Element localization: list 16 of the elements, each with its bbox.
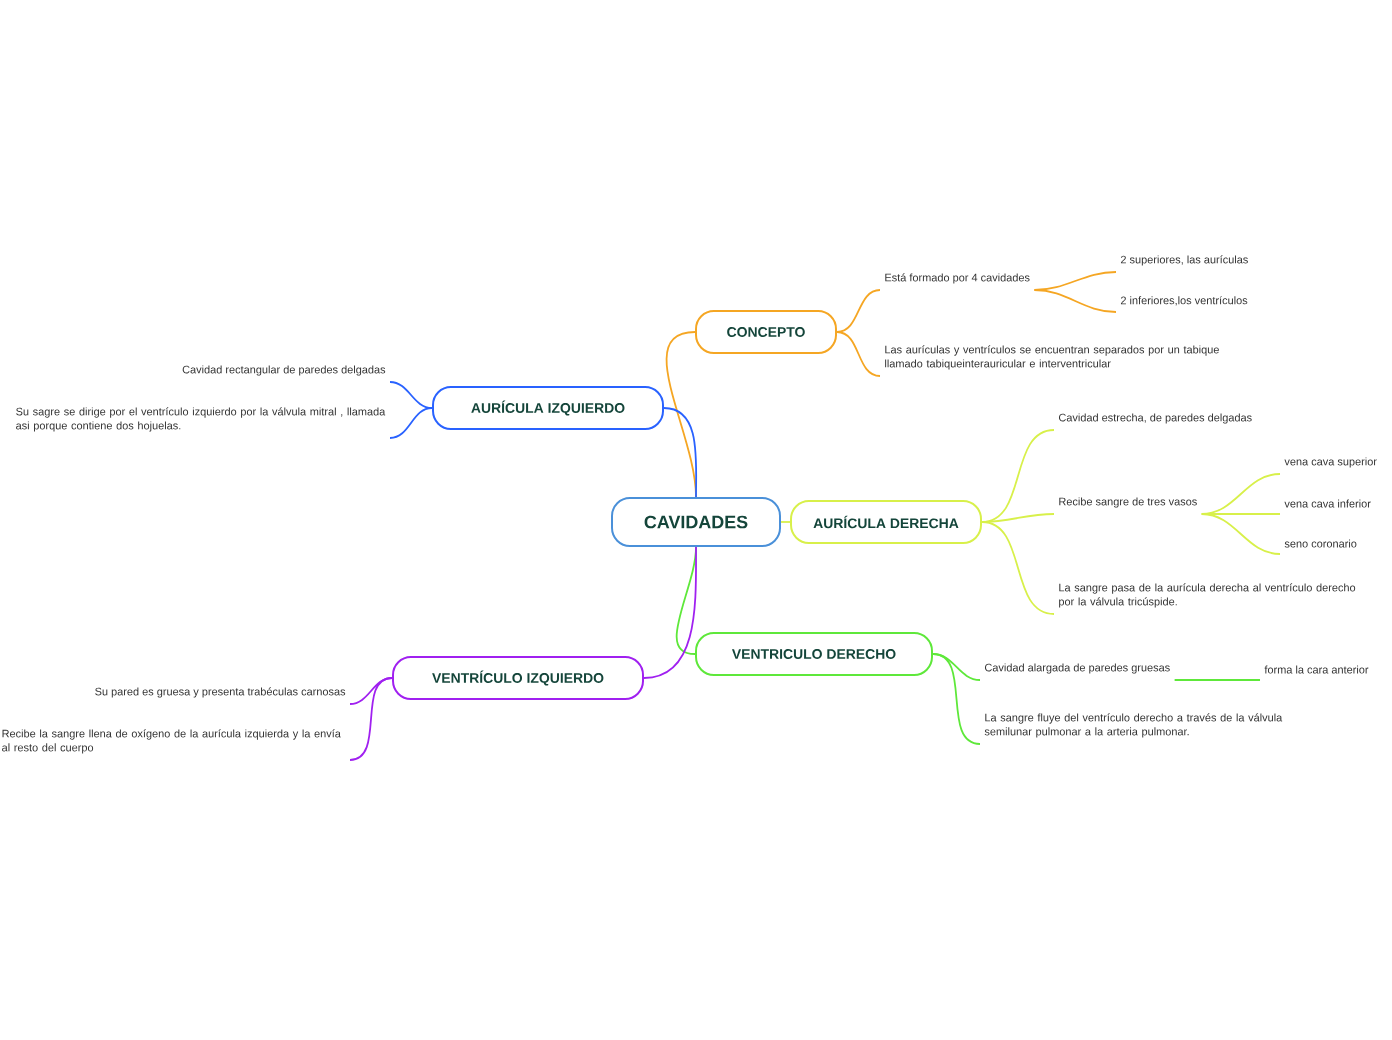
connector [836,289,881,333]
connector [349,677,393,761]
connector [981,521,1055,615]
connector [981,513,1055,523]
connector [1200,513,1281,555]
connector [1033,289,1117,313]
connector [932,653,981,745]
connector [663,407,698,498]
connector [1173,679,1261,681]
connector [643,546,697,679]
connector [981,429,1055,523]
connector [780,521,791,523]
topic-box: CAVIDADES [611,497,781,547]
connector [836,331,881,377]
connector [389,407,433,439]
connector [389,381,433,409]
